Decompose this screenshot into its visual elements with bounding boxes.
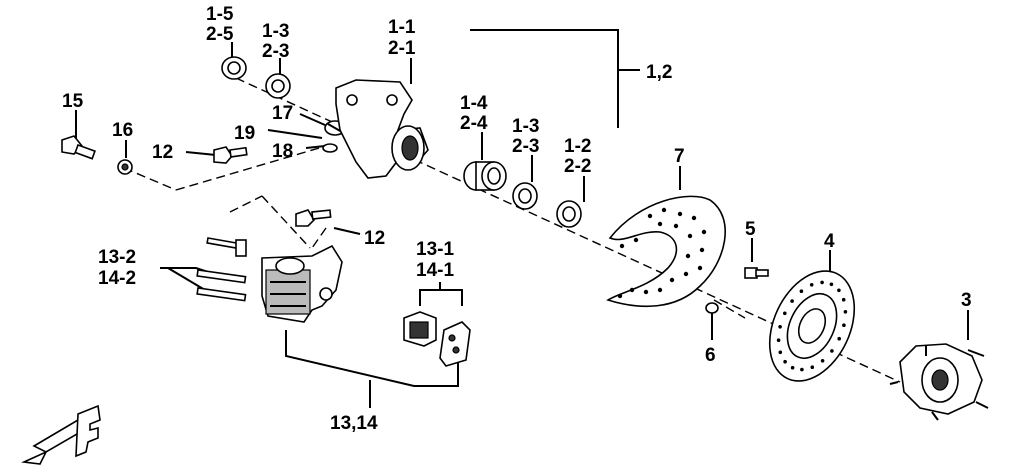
vent-hole	[657, 221, 663, 227]
part-1-2-seal	[556, 200, 582, 228]
callout-13-2: 13-2	[98, 247, 136, 268]
part-1-4-spacer	[463, 161, 507, 191]
callout-2-4: 2-4	[460, 113, 488, 134]
vent-hole	[697, 265, 703, 271]
part-12-bolt-upper	[213, 146, 248, 164]
vent-hole	[669, 277, 675, 283]
callout-16: 16	[112, 120, 133, 141]
vent-hole	[685, 253, 691, 259]
vent-hole	[699, 247, 705, 253]
callout-3: 3	[961, 290, 972, 311]
part-7-disc-guard	[606, 195, 726, 308]
callout-13-14: 13,14	[330, 413, 378, 434]
vent-hole	[647, 213, 653, 219]
callout-2-3-upper: 2-3	[262, 41, 289, 62]
callout-1-3-upper: 1-3	[262, 21, 289, 42]
callout-18: 18	[272, 141, 293, 162]
disc-hole	[837, 288, 841, 293]
vent-hole	[687, 233, 693, 239]
part-7-disc-holes	[617, 207, 707, 299]
disc-hole	[841, 297, 846, 302]
disc-hole	[783, 359, 787, 364]
part-12-bolt-lower	[295, 209, 332, 227]
callout-labels: 1-5 2-5 1-3 2-3 1-1 2-1 1,2 15 16 17 19 …	[62, 4, 972, 434]
disc-hole	[842, 323, 846, 328]
callout-2-2: 2-2	[564, 156, 591, 177]
disc-hole	[776, 338, 781, 343]
callout-7: 7	[674, 146, 685, 167]
callout-1-5: 1-5	[206, 4, 234, 25]
part-13-1-brake-pads	[403, 311, 471, 367]
part-15-bolt	[61, 135, 96, 160]
disc-hole	[829, 282, 834, 287]
callout-5: 5	[745, 219, 756, 240]
disc-hole	[783, 311, 787, 316]
callout-4: 4	[824, 231, 835, 252]
vent-hole	[701, 229, 707, 235]
part-13-caliper	[261, 244, 343, 323]
vent-hole	[661, 207, 667, 213]
callout-13-1: 13-1	[416, 239, 454, 260]
callout-1-4: 1-4	[460, 93, 488, 114]
disc-hole	[778, 350, 783, 355]
part-1-3-bearing-inner	[265, 73, 291, 99]
disc-hole	[810, 365, 815, 370]
vent-hole	[673, 223, 679, 229]
part-1-5-seal	[221, 56, 247, 80]
disc-hole	[790, 365, 795, 370]
callout-6: 6	[705, 345, 716, 366]
callout-15: 15	[62, 91, 84, 112]
callout-2-3-lower: 2-3	[512, 136, 539, 157]
vent-hole	[633, 237, 639, 243]
disc-hole	[809, 283, 814, 287]
disc-hole	[837, 336, 841, 341]
callout-14-1: 14-1	[416, 260, 454, 281]
part-6-screw	[705, 302, 719, 314]
vent-hole	[657, 287, 663, 293]
disc-hole	[830, 349, 834, 353]
vent-hole	[629, 287, 635, 293]
callout-1-2: 1-2	[564, 136, 591, 157]
vent-hole	[617, 293, 623, 299]
callout-12-upper: 12	[152, 142, 173, 163]
part-4-brake-disc	[768, 270, 856, 382]
part-16-washer	[117, 159, 133, 175]
disc-hole	[800, 367, 804, 372]
callout-2-5: 2-5	[206, 24, 234, 45]
vent-hole	[677, 211, 683, 217]
disc-hole	[778, 325, 782, 329]
callout-12-lower: 12	[364, 228, 385, 249]
callout-14-2: 14-2	[98, 268, 136, 289]
disc-hole	[843, 310, 848, 314]
vent-hole	[619, 243, 625, 249]
disc-hole	[820, 359, 825, 363]
front-arrow-f-icon	[21, 404, 101, 465]
vent-hole	[691, 215, 697, 221]
disc-hole	[790, 299, 794, 303]
part-1-1-steering-knuckle	[335, 79, 429, 179]
disc-hole	[820, 280, 824, 285]
callout-1-2-assembly: 1,2	[646, 62, 672, 83]
part-18-washer	[322, 143, 338, 153]
callout-17: 17	[272, 103, 293, 124]
part-13-2-pins	[196, 237, 247, 302]
part-5-bolt	[744, 267, 769, 279]
disc-hole	[799, 289, 804, 294]
callout-1-1: 1-1	[388, 17, 416, 38]
callout-1-3-lower: 1-3	[512, 116, 539, 137]
part-1-3-bearing-outer	[512, 182, 538, 210]
leader-lines	[75, 29, 969, 408]
callout-2-1: 2-1	[388, 38, 416, 59]
vent-hole	[643, 289, 649, 295]
vent-hole	[683, 271, 689, 277]
callout-19: 19	[234, 123, 255, 144]
part-3-wheel-hub	[889, 343, 989, 421]
part-4-disc-holes	[776, 280, 848, 372]
